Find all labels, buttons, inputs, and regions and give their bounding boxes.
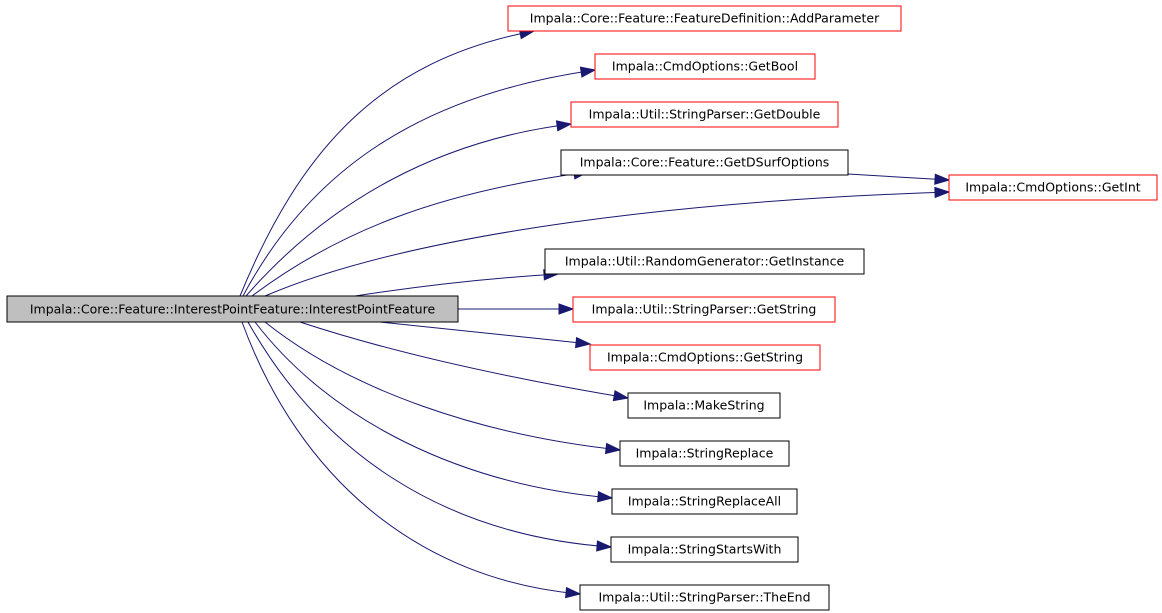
node-getbool-box — [594, 53, 816, 80]
arrowhead-getint — [934, 173, 951, 185]
node-strreplaceall-box — [611, 488, 798, 515]
edge-root-to-getdouble — [245, 123, 572, 297]
node-co-getstring-box — [589, 344, 821, 371]
node-sp-getstring[interactable]: Impala::Util::StringParser::GetString — [572, 296, 836, 323]
edge-root-to-addparam — [239, 30, 535, 297]
node-getint[interactable]: Impala::CmdOptions::GetInt — [948, 174, 1158, 201]
arrowhead-co_getstring — [575, 336, 592, 349]
node-getdouble[interactable]: Impala::Util::StringParser::GetDouble — [570, 101, 839, 128]
node-getbool[interactable]: Impala::CmdOptions::GetBool — [594, 53, 816, 80]
node-sp-getstring-label: Impala::Util::StringParser::GetString — [592, 302, 817, 317]
arrowhead-getbool — [579, 66, 597, 78]
arrowhead-strstartswith — [596, 540, 613, 552]
node-makestring[interactable]: Impala::MakeString — [627, 392, 781, 419]
edge-root-to-makestring — [299, 321, 629, 399]
edge-root-to-strreplace — [264, 321, 621, 451]
edge-root-to-getint — [264, 191, 950, 297]
node-theend-box — [579, 584, 830, 611]
node-root-box — [6, 295, 459, 323]
edge-root-to-strstartswith — [247, 321, 612, 548]
node-getdouble-box — [570, 101, 839, 128]
node-root-label: Impala::Core::Feature::InterestPointFeat… — [30, 302, 436, 317]
node-root[interactable]: Impala::Core::Feature::InterestPointFeat… — [6, 295, 459, 323]
edge-root-to-getdsurf — [251, 171, 589, 297]
node-co-getstring[interactable]: Impala::CmdOptions::GetString — [589, 344, 821, 371]
arrowhead-getint — [934, 186, 951, 199]
node-makestring-label: Impala::MakeString — [643, 398, 764, 413]
edge-root-to-getinstance — [354, 273, 559, 297]
node-theend[interactable]: Impala::Util::StringParser::TheEnd — [579, 584, 830, 611]
node-strstartswith[interactable]: Impala::StringStartsWith — [610, 536, 799, 563]
node-theend-label: Impala::Util::StringParser::TheEnd — [598, 590, 810, 605]
node-getbool-label: Impala::CmdOptions::GetBool — [612, 59, 798, 74]
node-strstartswith-label: Impala::StringStartsWith — [628, 542, 782, 557]
arrowhead-sp_getstring — [558, 303, 575, 315]
node-co-getstring-label: Impala::CmdOptions::GetString — [607, 350, 803, 365]
node-getdsurf[interactable]: Impala::Core::Feature::GetDSurfOptions — [560, 149, 849, 176]
node-getdsurf-label: Impala::Core::Feature::GetDSurfOptions — [580, 155, 830, 170]
arrowhead-makestring — [612, 389, 630, 402]
node-makestring-box — [627, 392, 781, 419]
node-getdouble-label: Impala::Util::StringParser::GetDouble — [589, 107, 821, 122]
arrowhead-theend — [565, 586, 582, 599]
node-addparam-box — [507, 5, 902, 32]
edge-root-to-strreplaceall — [254, 321, 613, 499]
node-strreplaceall-label: Impala::StringReplaceAll — [628, 494, 781, 509]
node-getinstance-label: Impala::Util::RandomGenerator::GetInstan… — [565, 254, 845, 269]
node-getint-box — [948, 174, 1158, 201]
edge-root-to-co_getstring — [379, 321, 591, 345]
arrowhead-strreplace — [604, 442, 622, 455]
node-getinstance[interactable]: Impala::Util::RandomGenerator::GetInstan… — [544, 248, 865, 275]
nodes-layer: Impala::Core::Feature::InterestPointFeat… — [6, 5, 1158, 611]
node-getdsurf-box — [560, 149, 849, 176]
arrowhead-strreplaceall — [597, 490, 614, 503]
edge-root-to-theend — [241, 321, 581, 595]
node-strreplace-box — [619, 440, 790, 467]
node-getinstance-box — [544, 248, 865, 275]
arrowhead-getdouble — [555, 120, 573, 132]
edge-root-to-getbool — [242, 69, 596, 297]
node-addparam-label: Impala::Core::Feature::FeatureDefinition… — [530, 11, 880, 26]
edge-getdsurf-to-getint — [847, 173, 950, 181]
node-sp-getstring-box — [572, 296, 836, 323]
node-getint-label: Impala::CmdOptions::GetInt — [965, 180, 1140, 195]
node-strreplace[interactable]: Impala::StringReplace — [619, 440, 790, 467]
node-strreplace-label: Impala::StringReplace — [636, 446, 774, 461]
node-addparam[interactable]: Impala::Core::Feature::FeatureDefinition… — [507, 5, 902, 32]
node-strstartswith-box — [610, 536, 799, 563]
node-strreplaceall[interactable]: Impala::StringReplaceAll — [611, 488, 798, 515]
